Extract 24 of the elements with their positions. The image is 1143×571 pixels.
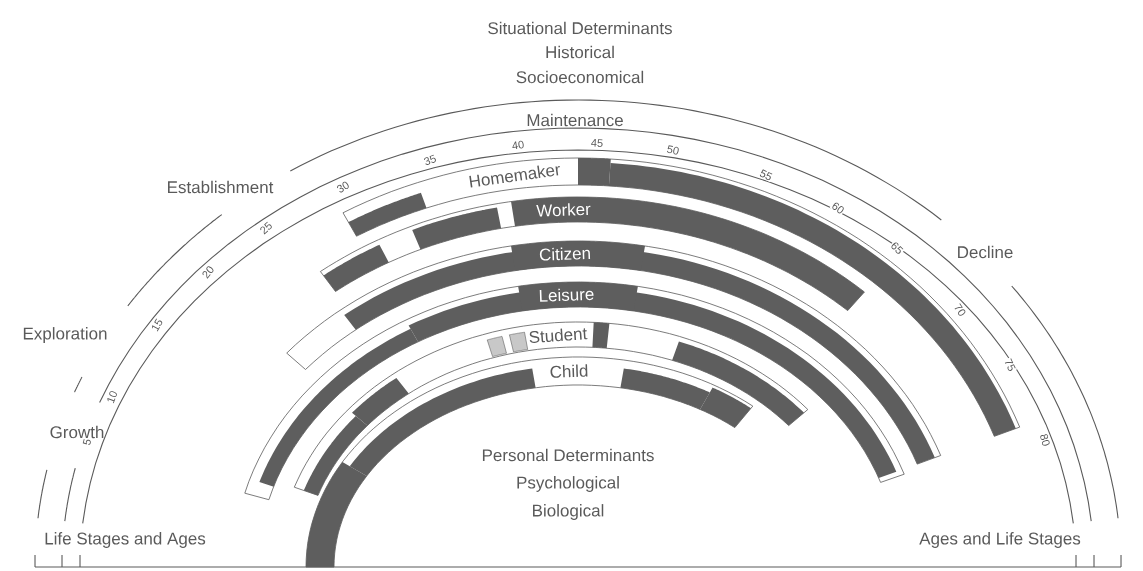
age-number: 60	[829, 200, 847, 216]
age-number: 75	[1002, 356, 1018, 374]
label: Exploration	[23, 327, 107, 343]
label: Personal Determinants	[482, 448, 654, 462]
label: Decline	[958, 245, 1013, 259]
label: Situational Determinants	[488, 21, 672, 35]
label: Biological	[533, 504, 604, 520]
label: Maintenance	[527, 113, 623, 127]
age-number: 45	[589, 138, 605, 148]
age-number: 10	[105, 388, 119, 406]
age-number: 70	[952, 301, 968, 319]
age-number: 20	[200, 263, 216, 281]
label: Ages and Life Stages	[919, 532, 1081, 548]
label: Psychological	[517, 476, 619, 492]
label: Socioeconomical	[516, 70, 644, 84]
age-number: 80	[1038, 432, 1052, 448]
label: Historical	[546, 45, 614, 59]
label: Life Stages and Ages	[45, 532, 206, 548]
age-number: 65	[888, 239, 906, 257]
age-number: 55	[757, 167, 775, 183]
age-number: 15	[149, 316, 165, 334]
label: Growth	[50, 425, 104, 439]
age-number: 25	[257, 219, 275, 237]
label: Establishment	[168, 180, 274, 194]
